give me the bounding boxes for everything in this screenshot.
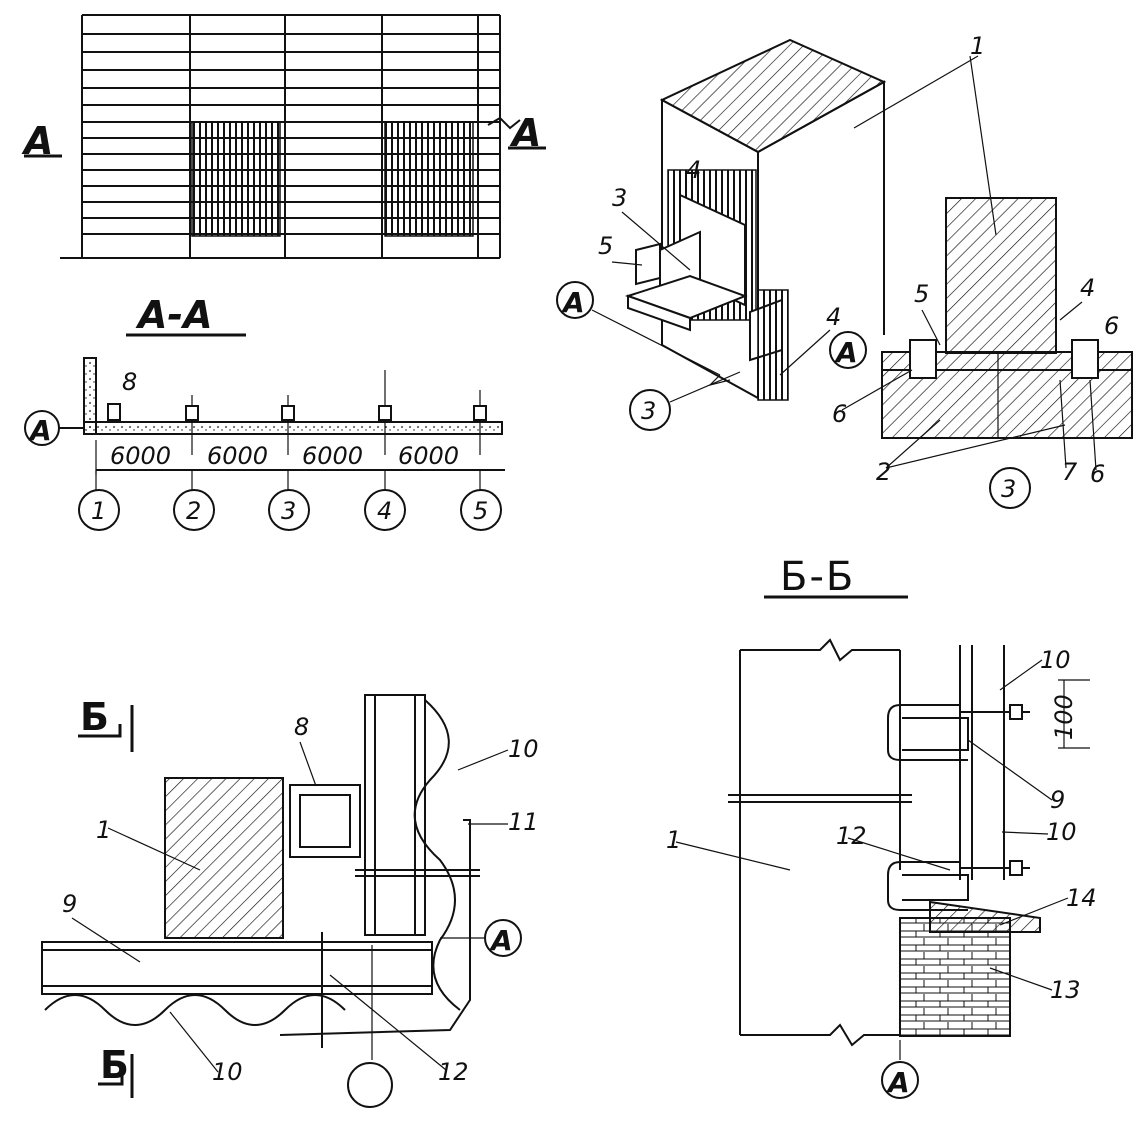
plan-detail-view: Б Б 8 10 11 1 9 10 12 [41,694,539,1108]
iso-callout-3: 3 [612,184,627,212]
iso-axis-mark: А [561,286,585,319]
plan-callout-10-bottom: 10 [212,1058,243,1086]
bb-callout-10-top: 10 [1040,646,1071,674]
section-bb-dim-100: 100 [1050,694,1078,740]
iso-ring-3: 3 [641,397,656,425]
bb-axis-mark: А [886,1066,910,1099]
axis-1: 1 [91,497,106,525]
axis-3: 3 [281,497,296,525]
axis-5: 5 [473,497,488,525]
sub-callout-5: 5 [914,280,929,308]
bb-callout-9: 9 [1050,786,1065,814]
isometric-column-detail: 4 3 5 4 1 А 3 А 5 4 6 6 6 2 7 [556,32,1133,509]
axis-2: 2 [186,497,201,525]
sub-callout-7: 7 [1062,458,1078,486]
span-3-4: 6000 [302,442,363,470]
plan-callout-1: 1 [96,816,111,844]
plan-callout-10-top: 10 [508,735,539,763]
section-bb-title: Б-Б [780,554,855,600]
iso-callout-5: 5 [598,232,613,260]
span-2-3: 6000 [207,442,268,470]
sub-callout-6-right: 6 [1104,312,1119,340]
sub-ring-3: 3 [1001,475,1016,503]
iso-callout-4-top: 4 [686,156,701,184]
bb-callout-12: 12 [836,822,867,850]
plan-callout-8: 8 [294,713,309,741]
cut-mark-top: Б [80,695,109,739]
axis-4: 4 [377,497,392,525]
plan-callout-12: 12 [438,1058,469,1086]
section-aa-title: А-А [135,293,213,337]
sub-callout-2: 2 [876,458,891,486]
span-1-2: 6000 [110,442,171,470]
elevation-view: А А [21,14,546,259]
sub-callout-6-left: 6 [832,400,847,428]
plan-callout-9: 9 [62,890,77,918]
bb-callout-14: 14 [1066,884,1097,912]
panel-grille-left [191,121,281,237]
panel-grille-right [384,121,474,237]
iso-callout-4-right: 4 [826,303,841,331]
sub-callout-6-bottom: 6 [1090,460,1105,488]
iso-callout-1: 1 [970,32,985,60]
span-4-5: 6000 [398,442,459,470]
plan-callout-11: 11 [508,808,539,836]
bb-callout-1: 1 [666,826,681,854]
section-bb: Б-Б 100 10 9 10 12 14 13 1 [666,554,1097,1099]
section-aa-axis-mark: А [28,414,52,447]
sub-axis-mark: А [834,336,858,369]
plan-axis-mark: А [489,924,513,957]
bb-callout-13: 13 [1050,976,1081,1004]
section-aa: А-А 8 А 6000 6000 6000 6000 [24,293,505,531]
cut-mark-bottom: Б [100,1043,129,1087]
callout-8: 8 [122,368,137,396]
sub-callout-4: 4 [1080,274,1095,302]
bb-callout-10-mid: 10 [1046,818,1077,846]
